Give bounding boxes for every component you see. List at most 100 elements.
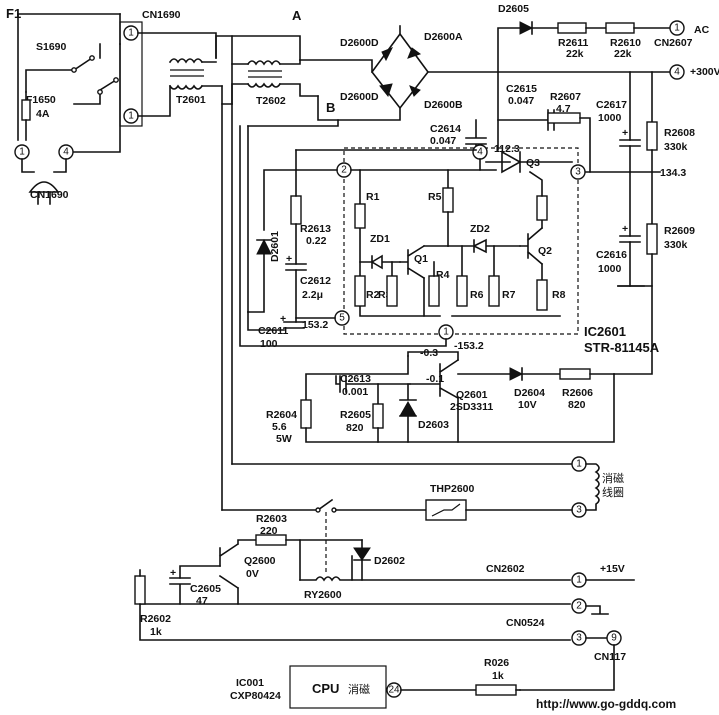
- ic2601: IC2601 STR-81145A C2614 0.047 112.3 Q3 2…: [334, 119, 660, 355]
- cn1690-top-label: CN1690: [142, 9, 181, 21]
- t2602-core: [248, 70, 282, 78]
- d2603-diode: [399, 400, 417, 417]
- c2617-value: 1000: [598, 112, 622, 124]
- c2615-label: C2615: [506, 83, 537, 95]
- r8-label: R8: [552, 289, 566, 301]
- wire-b-lower: [221, 85, 233, 105]
- c2605-value: 47: [196, 595, 208, 607]
- t2601-core: [170, 69, 204, 77]
- c2613-cap: [335, 375, 411, 393]
- degauss-coil-icon: [585, 463, 600, 511]
- plus15v-label: +15V: [600, 563, 625, 575]
- c2605-label: C2605: [190, 583, 221, 595]
- relay-to-15v: [351, 555, 571, 581]
- cn117-pin-9-num: 9: [611, 633, 617, 644]
- t2602-in: [231, 63, 249, 105]
- ic2601-part: STR-81145A: [584, 340, 660, 355]
- r2613-resistor: [290, 195, 302, 225]
- cn117-to-r026: [519, 644, 615, 691]
- r3-resistor: [386, 275, 398, 307]
- coil-pin-3-num: 3: [576, 505, 582, 516]
- node-a-label: A: [292, 8, 302, 23]
- switch-wire: [25, 69, 75, 93]
- ac-feedback: D2605 R2611 22k R2610 22k AC CN2607 +300…: [497, 3, 719, 151]
- v300-pin: [669, 64, 685, 80]
- switch-contact-3: [97, 89, 103, 95]
- ic-pin-3-num: 3: [575, 167, 581, 178]
- cpu-box: [289, 665, 387, 709]
- ac-pin: [669, 20, 685, 36]
- d2601-wire: [263, 169, 297, 231]
- d2600b-label: D2600B: [424, 99, 463, 111]
- plus300v-label: +300V: [690, 66, 719, 78]
- r2605-resistor: [372, 403, 384, 429]
- bridge-diode-tr: [407, 47, 422, 59]
- cn1690-box: [119, 21, 143, 127]
- cn2602-label: CN2602: [486, 563, 525, 575]
- r2608-resistor: [646, 121, 658, 151]
- t2601-label: T2601: [176, 94, 206, 106]
- q2-collector-resistor: [536, 195, 548, 221]
- t2601-out: [201, 61, 223, 87]
- c2617-plus-icon: +: [622, 127, 628, 139]
- r2613-value: 0.22: [306, 235, 327, 247]
- r2607-resistor: [547, 112, 581, 124]
- r6-label: R6: [470, 289, 484, 301]
- zd1-zener: [359, 254, 401, 270]
- r2-label: R2: [366, 289, 380, 301]
- r026-resistor: [475, 684, 517, 696]
- d2602-leads: [353, 539, 371, 581]
- relay-contact-icon: [316, 498, 334, 512]
- c2611-value: 100: [260, 338, 278, 350]
- d2604-value: 10V: [518, 399, 537, 411]
- thp2600-symbol-icon: [431, 503, 461, 517]
- cn117-label: CN117: [594, 651, 626, 663]
- ic-input-section: R2613 0.22 D2601 C2612 2.2μ C2611 100 15…: [239, 119, 484, 352]
- r2605-label: R2605: [340, 409, 371, 421]
- r2604-label: R2604: [266, 409, 297, 421]
- bridge-outline: [370, 32, 430, 110]
- q2601-transistor: [409, 358, 460, 400]
- d2601-cathode-wire: [247, 239, 272, 313]
- c2605-cap: [169, 577, 191, 605]
- r2603-label: R2603: [256, 513, 287, 525]
- r026-label: R026: [484, 657, 509, 669]
- t2601-coil-top: [168, 58, 204, 64]
- switch-blade-2: [73, 78, 118, 105]
- line-filters: T2601 T2602 A B: [168, 8, 335, 511]
- d2605-label: D2605: [498, 3, 529, 15]
- d2600a-label: D2600A: [424, 31, 463, 43]
- r2603-to-relay: [285, 539, 301, 581]
- cn1690-pin-br-num: 4: [63, 147, 69, 158]
- d2604-diode: [509, 367, 524, 381]
- switch-contact-4: [113, 77, 119, 83]
- cpu-label: CPU: [312, 681, 339, 696]
- r2602-label: R2602: [140, 613, 171, 625]
- c2616-cap: [619, 235, 641, 243]
- switch-contact-2: [89, 55, 95, 61]
- coil-label: 线圈: [602, 485, 624, 499]
- rail-filter: C2615 0.047 R2607 4.7 C2617 1000 R2608 3…: [497, 71, 695, 375]
- ic-pin-2-num: 2: [341, 165, 347, 176]
- q1-label: Q1: [414, 253, 428, 265]
- r1-label: R1: [366, 191, 380, 203]
- zd2-zener: [447, 238, 521, 254]
- q2600-transistor: [218, 539, 257, 590]
- r2607-value: 4.7: [556, 103, 571, 115]
- q2600-v: 0V: [246, 568, 259, 580]
- t2602-out: [279, 59, 319, 97]
- r2602-wires: [139, 569, 571, 641]
- c2616-plus-icon: +: [622, 223, 628, 235]
- cn0524-label: CN0524: [506, 617, 545, 629]
- c2617-cap: [619, 139, 641, 147]
- wire-b-to-ic: [247, 119, 339, 127]
- relay-contact-dot-1: [315, 507, 321, 513]
- input-section: F1 S1690 F1650 4A CN1690 1 4: [6, 6, 121, 205]
- q2601-label: Q2601: [456, 389, 488, 401]
- t2602-coil-bot: [246, 82, 282, 88]
- cn1690-pin-tl-num: 1: [128, 28, 134, 39]
- c2611-wire: [247, 311, 285, 331]
- source-url: http://www.go-gddq.com: [536, 697, 676, 711]
- switch-contact-1: [71, 67, 77, 73]
